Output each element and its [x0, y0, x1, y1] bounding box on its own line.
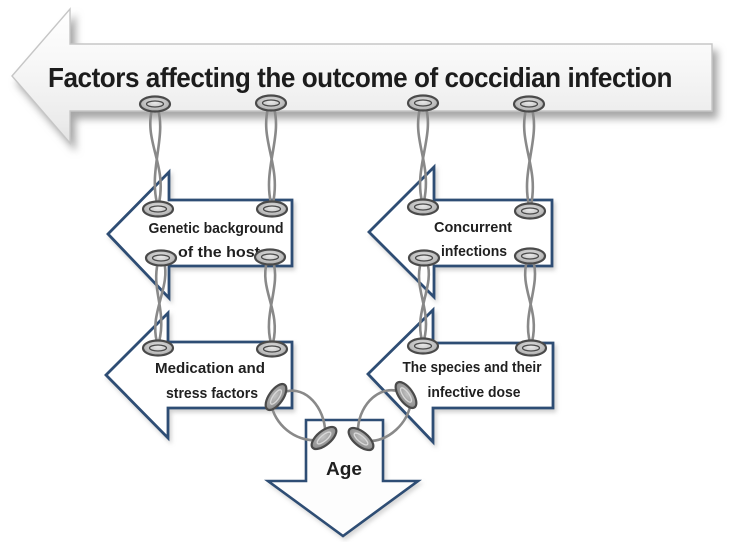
chain-bead: [144, 249, 178, 267]
genetic-background-label-line2: of the host: [178, 244, 260, 261]
chain-loop: [523, 258, 536, 344]
chain-bead: [514, 339, 548, 357]
chain-loop: [416, 106, 428, 203]
title-arrow: Factors affecting the outcome of coccidi…: [11, 7, 713, 145]
chain-bead: [310, 425, 338, 451]
genetic-background-label-line1: Genetic background: [149, 220, 284, 237]
chain-bead: [141, 200, 175, 218]
chain-loop: [153, 107, 162, 205]
age-arrow: [264, 418, 422, 538]
chain-bead: [406, 94, 440, 112]
chain-bead: [513, 202, 547, 220]
chain-bead: [512, 95, 546, 113]
chain-beads: [138, 94, 548, 452]
age-label: Age: [326, 459, 362, 479]
chain-bead: [407, 249, 441, 267]
chain-loop: [522, 107, 535, 207]
chain-loop: [267, 106, 278, 205]
concurrent-infections-label-line1: Concurrent: [434, 219, 512, 236]
chain-bead: [255, 200, 289, 218]
chain-bead: [406, 337, 440, 355]
chain-bead: [253, 248, 287, 266]
chain-loop: [418, 260, 431, 342]
chain-bead: [347, 426, 375, 452]
chain-bead: [264, 382, 288, 412]
medication-stress-label-line1: Medication and: [155, 360, 265, 377]
chain-bead: [141, 339, 175, 357]
chain-loop: [154, 260, 167, 344]
chain-bead: [254, 94, 288, 112]
species-dose-label-line1: The species and their: [403, 359, 542, 376]
factor-arrow-species-dose: [366, 306, 555, 446]
chain-bead: [513, 247, 547, 265]
chain-loop: [526, 258, 537, 344]
medication-stress-label-line2: stress factors: [166, 385, 258, 402]
chain-loop: [418, 106, 430, 203]
chain-loop: [264, 106, 277, 205]
factor-labels: Genetic background of the host Concurren…: [149, 219, 542, 479]
species-dose-label-line2: infective dose: [428, 384, 521, 401]
title-label: Factors affecting the outcome of coccidi…: [48, 62, 672, 93]
chain-loop: [417, 260, 428, 342]
concurrent-infections-label-line2: infections: [441, 243, 507, 260]
chain-bead: [394, 380, 418, 410]
chain-bead: [406, 198, 440, 216]
chain-loop: [525, 107, 536, 207]
chain-bead: [255, 340, 289, 358]
chain-loop: [264, 259, 276, 345]
chain-ring: [280, 389, 327, 430]
chain-bead: [138, 95, 172, 113]
chain-loop: [267, 259, 277, 345]
chain-loop: [149, 107, 162, 205]
chain-strands: [149, 106, 537, 443]
